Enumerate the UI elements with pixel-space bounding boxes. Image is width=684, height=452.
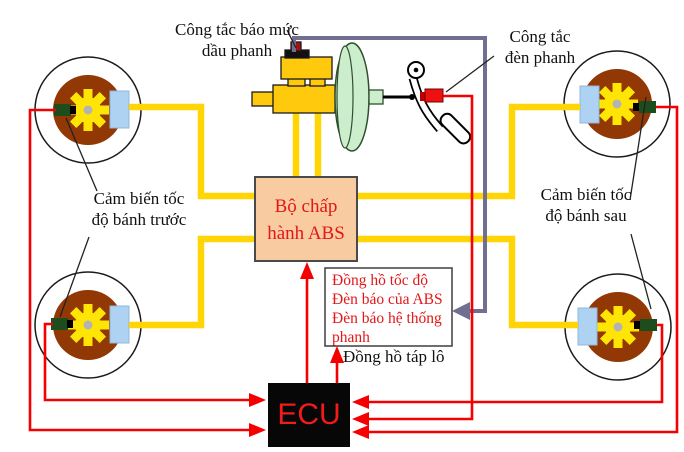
wheel-front-left-bottom <box>34 271 142 379</box>
wire-rear-bottom-sensor <box>368 323 664 404</box>
pointer-front-sensor-top <box>65 117 98 192</box>
wheel-rear-right-top <box>563 50 671 158</box>
cylinder-outlet-port <box>251 91 275 107</box>
label-fluid-level-switch-line1: Công tắc báo mức <box>175 20 299 39</box>
label-brake-light-switch: Công tắc đèn phanh <box>482 26 598 68</box>
cluster-line-brake-warning-1: Đèn báo hệ thống <box>332 310 442 327</box>
abs-actuator-box <box>254 176 358 262</box>
label-front-wheel-sensors: Cảm biến tốc độ bánh trước <box>80 188 198 230</box>
brake-caliper-front-bottom <box>109 305 130 344</box>
monitor-line-arrow-icon <box>452 302 470 320</box>
label-rear-sensors-line2: độ bánh sau <box>545 206 627 225</box>
tone-ring-gear-front-bottom <box>67 304 109 346</box>
brake-caliper-front-left <box>109 90 130 129</box>
pointer-front-sensor-bottom <box>59 236 90 318</box>
abs-actuator-label: Bộ chấp hành ABS <box>256 193 356 247</box>
booster-rod-plate <box>368 89 384 105</box>
wire-rear-top-sensor <box>368 105 679 434</box>
label-fluid-level-switch-line2: dầu phanh <box>201 41 273 60</box>
brake-light-switch-icon <box>424 88 444 103</box>
arrow-into-ecu-left-bottom-icon <box>249 423 266 437</box>
signal-arrowheads <box>249 262 369 439</box>
cluster-line-abs-warning: Đèn báo của ABS <box>332 291 443 308</box>
tone-ring-gear-rear-top <box>596 83 638 125</box>
cluster-line-speedometer: Đồng hồ tốc độ <box>332 272 429 289</box>
hydraulic-lines <box>129 103 580 329</box>
brake-caliper-rear-bottom <box>577 307 598 346</box>
instrument-cluster-text: Đồng hồ tốc độ Đèn báo của ABS Đèn báo h… <box>332 271 450 347</box>
pointer-brake-light-switch <box>445 55 495 93</box>
cylinder-body <box>272 84 336 114</box>
pointer-rear-sensor-bottom <box>630 233 652 310</box>
label-front-sensors-line2: độ bánh trước <box>91 210 187 229</box>
wheel-rear-right-bottom <box>564 273 672 381</box>
hydraulic-line-front-left <box>129 103 256 200</box>
label-dashboard: Đồng hồ táp lô <box>343 347 445 366</box>
pedal-pad <box>439 112 472 145</box>
brake-booster <box>334 42 415 152</box>
arrow-into-ecu-left-top-icon <box>249 393 266 407</box>
arrow-into-ecu-right-top-icon <box>352 395 369 409</box>
signal-wires <box>28 94 679 434</box>
wire-brake-light-switch <box>368 94 474 421</box>
hydraulic-line-rear-top <box>356 103 580 200</box>
arrow-into-ecu-right-bottom-icon <box>352 425 369 439</box>
speed-sensor-front-left-icon <box>54 104 76 116</box>
label-front-sensors-line1: Cảm biến tốc <box>93 189 185 208</box>
label-brake-light-switch-line2: đèn phanh <box>504 48 576 67</box>
arrow-into-ecu-right-middle-icon <box>352 412 369 426</box>
label-rear-sensors-line1: Cảm biến tốc <box>540 185 632 204</box>
cluster-line-brake-warning-2: phanh <box>332 329 370 346</box>
ecu-box <box>268 383 350 447</box>
tone-ring-gear-rear-bottom <box>597 306 639 348</box>
pointer-lines <box>59 29 652 318</box>
brake-light-switch-mount <box>420 92 426 101</box>
pointer-fluid-switch <box>286 29 297 49</box>
rod-joint <box>409 94 415 100</box>
label-brake-light-switch-line1: Công tắc <box>509 27 571 46</box>
ecu-label: ECU <box>277 398 341 431</box>
hydraulic-line-rear-bottom <box>356 235 578 329</box>
speed-sensor-rear-top-icon <box>633 101 656 113</box>
hydraulic-line-front-bottom <box>129 235 256 329</box>
arrow-into-actuator-icon <box>300 262 314 279</box>
label-rear-wheel-sensors: Cảm biến tốc độ bánh sau <box>530 184 642 226</box>
arrow-into-cluster-icon <box>330 346 344 363</box>
abs-actuator-label-line1: Bộ chấp <box>274 196 338 217</box>
speed-sensor-front-bottom-icon <box>51 318 73 330</box>
pointer-rear-sensor-top <box>629 96 647 201</box>
pedal-pivot-pin <box>413 67 419 73</box>
abs-actuator-label-line2: hành ABS <box>267 223 345 244</box>
instrument-cluster-box <box>324 267 453 347</box>
wire-front-left-sensor <box>28 108 250 432</box>
speed-sensor-rear-bottom-icon <box>634 319 657 331</box>
label-fluid-level-switch: Công tắc báo mức dầu phanh <box>162 19 312 61</box>
brake-caliper-rear-top <box>579 85 600 124</box>
brake-pedal <box>407 61 472 145</box>
wire-front-bottom-sensor <box>43 322 250 402</box>
